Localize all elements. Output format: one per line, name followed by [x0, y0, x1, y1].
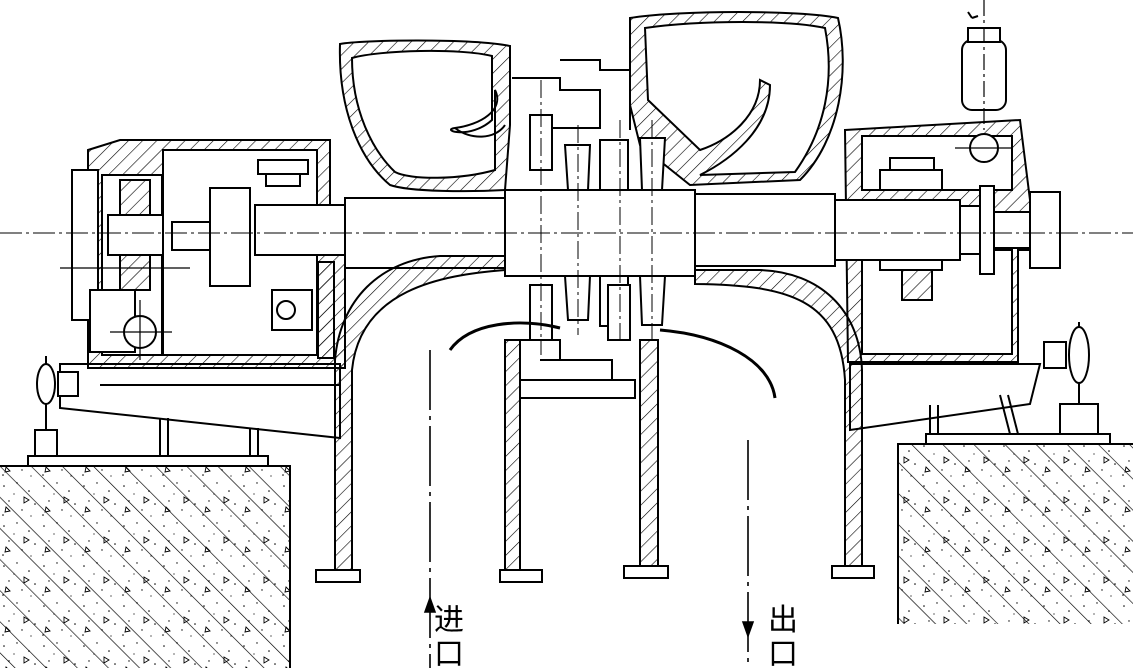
right-drive-motor [961, 0, 1007, 130]
left-gear [60, 179, 190, 360]
inlet-label: 进口 [434, 603, 464, 672]
left-volute [338, 39, 511, 193]
outlet-label: 出口 [768, 603, 798, 672]
base-frame [59, 363, 1042, 456]
inlet-pipe [315, 255, 561, 583]
main-shaft [0, 185, 1133, 287]
inlet-flow-arrow [423, 350, 437, 668]
right-anchor-bolt [1043, 322, 1099, 435]
right-volute [629, 11, 844, 187]
outlet-flow-arrow [741, 440, 755, 668]
outlet-pipe [623, 269, 875, 579]
right-foundation [897, 433, 1133, 624]
left-foundation [0, 455, 291, 668]
centerlines [540, 80, 653, 355]
left-anchor-bolt [34, 356, 79, 457]
